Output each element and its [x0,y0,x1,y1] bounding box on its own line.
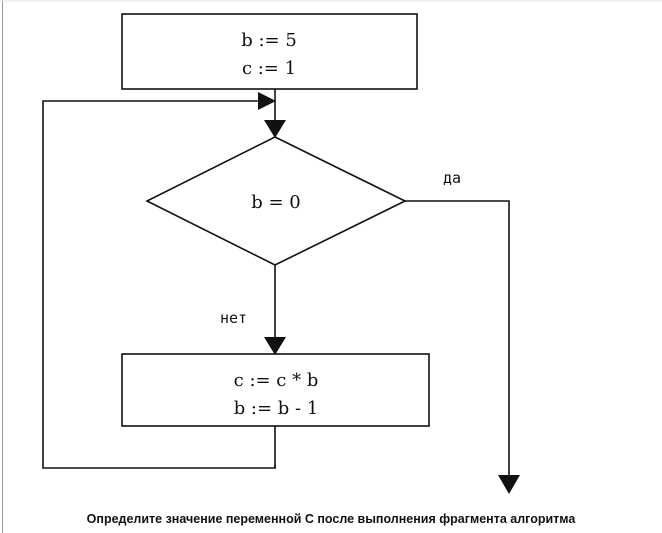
loop-line-1: c := c * b [234,370,319,391]
init-block [121,13,418,90]
loop-line-2: b := b - 1 [234,398,319,419]
yes-branch-line [405,200,510,475]
question-caption: Определите значение переменной С после в… [86,512,576,526]
yes-label: да [443,169,461,187]
arrowhead-to-condition [264,120,286,138]
left-border [2,0,3,533]
condition-text: b = 0 [251,192,301,213]
loop-back-arrowhead [258,92,276,110]
yes-branch-arrowhead [498,475,520,494]
no-branch-arrowhead [264,337,286,355]
no-label: нет [220,309,247,327]
init-line-2: c := 1 [242,58,296,79]
loop-block [121,353,430,427]
init-line-1: b := 5 [241,30,297,51]
